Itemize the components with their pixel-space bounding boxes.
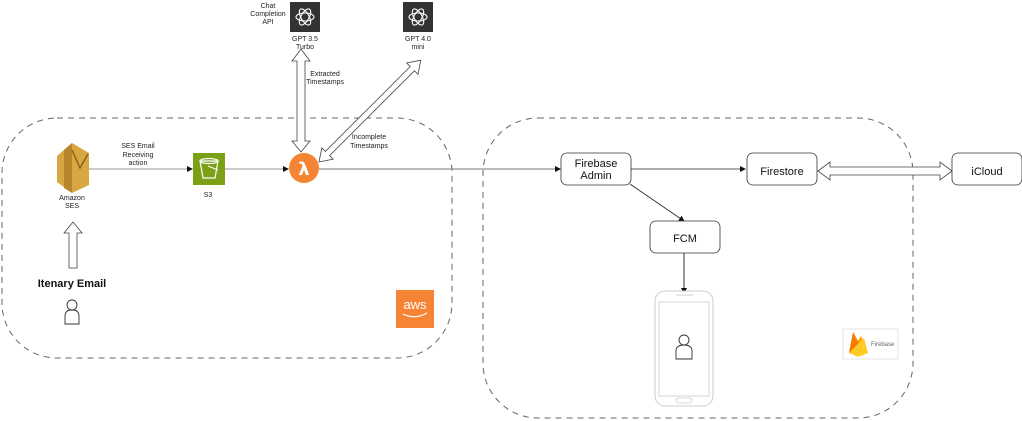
node-amazon-ses[interactable]: Amazon SES <box>57 143 89 210</box>
edge-label-ses-to-s3-2: Receiving <box>123 152 154 159</box>
node-icloud[interactable]: iCloud <box>951 152 1022 186</box>
edge-label-incomplete-2: Timestamps <box>350 143 388 150</box>
edge-label-ses-to-s3-1: SES Email <box>121 143 155 150</box>
node-firestore[interactable]: Firestore <box>746 152 818 186</box>
edge-gpt35-lambda-hollow-arrow <box>291 48 311 153</box>
edge-label-incomplete-1: Incomplete <box>352 134 386 141</box>
edge-firestore-icloud-hollow-arrow <box>817 161 953 181</box>
itenary-email-label: Itenary Email <box>38 278 106 290</box>
user-icon <box>675 334 693 360</box>
firebase-group-boundary <box>482 117 914 419</box>
node-s3[interactable]: S3 <box>193 153 225 199</box>
edge-label-extracted-1: Extracted <box>310 71 340 78</box>
lambda-icon-circle <box>289 153 319 183</box>
s3-bucket-icon <box>199 160 219 179</box>
node-lambda[interactable]: λ <box>289 153 319 183</box>
s3-label: S3 <box>204 192 213 199</box>
gpt35-label-1: GPT 3.5 <box>292 36 318 43</box>
edge-lambda-gpt4-hollow-arrow <box>318 59 422 163</box>
node-gpt4-mini[interactable]: GPT 4.0 mini <box>403 2 433 51</box>
gpt4-label-2: mini <box>412 44 425 51</box>
svg-text:Firebase: Firebase <box>871 342 895 348</box>
firebase-admin-label-2: Admin <box>580 170 611 182</box>
gpt35-label-2: Turbo <box>296 44 314 51</box>
lambda-icon: λ <box>298 159 309 180</box>
edge-label-ses-to-s3-3: action <box>129 160 148 167</box>
fcm-label: FCM <box>673 233 697 245</box>
smartphone-icon <box>654 290 714 407</box>
firebase-admin-label-1: Firebase <box>575 158 618 170</box>
openai-icon <box>408 8 428 26</box>
firestore-label: Firestore <box>760 166 803 178</box>
ses-label-1: Amazon <box>59 195 85 202</box>
edge-email-to-ses-hollow-arrow <box>63 221 83 269</box>
gpt4-label-1: GPT 4.0 <box>405 36 431 43</box>
edge-admin-to-fcm <box>629 183 685 222</box>
openai-logo-tile <box>403 2 433 32</box>
node-itenary-email[interactable]: Itenary Email <box>38 278 106 325</box>
node-firebase-admin[interactable]: Firebase Admin <box>560 152 632 186</box>
edge-label-extracted-2: Timestamps <box>306 79 344 86</box>
gpt35-caption-line: Completion <box>250 11 286 18</box>
aws-group-boundary <box>1 117 453 359</box>
node-fcm[interactable]: FCM <box>649 220 721 254</box>
openai-logo-tile <box>290 2 320 32</box>
node-mobile-device[interactable] <box>654 290 714 407</box>
ses-label-2: SES <box>65 203 79 210</box>
svg-text:aws: aws <box>403 297 427 312</box>
icloud-label: iCloud <box>971 166 1002 178</box>
gpt35-caption-line: Chat <box>261 3 276 10</box>
gpt35-caption-line: API <box>262 19 273 26</box>
firebase-logo: Firebase <box>842 328 899 360</box>
aws-logo: aws <box>396 290 434 328</box>
openai-icon <box>295 8 315 26</box>
user-icon <box>64 299 80 325</box>
s3-bucket-tile <box>193 153 225 185</box>
